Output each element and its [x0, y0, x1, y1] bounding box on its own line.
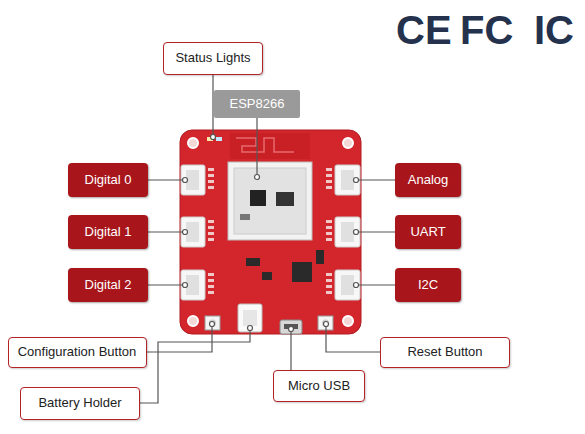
- port-label: UART: [395, 215, 461, 249]
- port-label: Digital 1: [68, 215, 148, 249]
- chip-label: ESP8266: [214, 90, 300, 118]
- certification-mark: FC: [460, 10, 513, 50]
- antenna: [230, 133, 310, 159]
- label-text: UART: [410, 224, 445, 240]
- port-label: I2C: [395, 268, 461, 302]
- label-text: Analog: [408, 172, 448, 188]
- chips: [246, 250, 324, 282]
- callout-box: Configuration Button: [8, 337, 147, 368]
- certification-mark: IC: [534, 10, 574, 50]
- label-text: Micro USB: [288, 378, 350, 394]
- port-label: Analog: [395, 163, 461, 197]
- label-text: Digital 2: [85, 277, 132, 293]
- grove-connectors: [181, 165, 360, 300]
- callout-box: Reset Button: [380, 337, 510, 368]
- label-text: I2C: [418, 277, 438, 293]
- leader-lines: [140, 75, 395, 403]
- callout-box: Micro USB: [273, 370, 365, 402]
- label-text: Reset Button: [407, 344, 482, 360]
- callout-box: Status Lights: [163, 42, 263, 75]
- usb-port: [280, 320, 302, 334]
- label-text: ESP8266: [230, 96, 285, 112]
- label-text: Status Lights: [175, 50, 250, 66]
- label-text: Digital 1: [85, 224, 132, 240]
- port-label: Digital 0: [68, 163, 148, 197]
- buttons: [205, 316, 333, 330]
- esp-module: [228, 162, 312, 240]
- certification-mark: CE: [396, 10, 452, 50]
- port-label: Digital 2: [68, 268, 148, 302]
- leader-dots: [183, 135, 359, 332]
- callout-box: Battery Holder: [20, 387, 140, 420]
- label-text: Configuration Button: [18, 344, 137, 360]
- label-text: Battery Holder: [38, 395, 121, 411]
- battery-connector: [238, 304, 262, 332]
- mounting-holes: [188, 138, 353, 326]
- label-text: Digital 0: [85, 172, 132, 188]
- board-body: [180, 130, 361, 334]
